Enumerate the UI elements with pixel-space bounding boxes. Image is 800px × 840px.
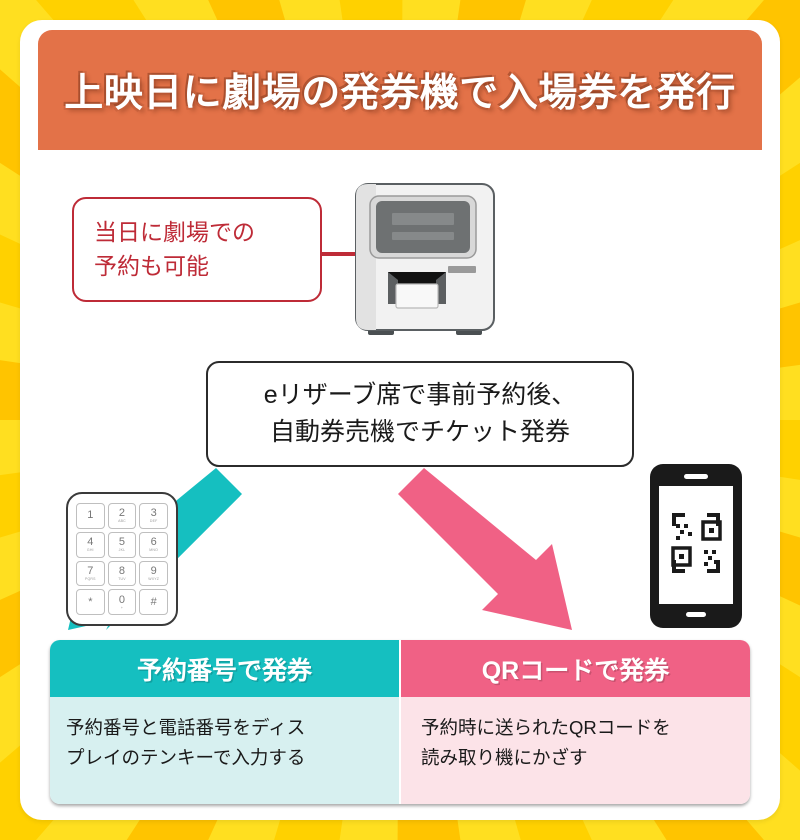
method-panel-body: 予約時に送られたQRコードを読み取り機にかざす [401, 697, 750, 804]
header-banner: 上映日に劇場の発券機で入場券を発行 [38, 30, 762, 150]
keypad-key-letters: JKL [118, 548, 126, 553]
keypad-key-number: 7 [87, 564, 94, 577]
callout-connector-line [320, 252, 366, 256]
reservation-info-box: eリザーブ席で事前予約後、 自動券売機でチケット発券 [206, 361, 634, 467]
method-panel-body: 予約番号と電話番号をディスプレイのテンキーで入力する [50, 697, 399, 804]
ticket-kiosk-icon [350, 180, 500, 340]
infobox-line-1: eリザーブ席で事前予約後、 [263, 381, 577, 409]
keypad-key-letters: GHI [86, 548, 94, 553]
keypad-key-number: 6 [150, 536, 157, 549]
method-panel-title: 予約番号で発券 [136, 656, 312, 685]
page-title: 上映日に劇場の発券機で入場券を発行 [64, 72, 736, 115]
keypad-key-letters: MNO [149, 548, 159, 553]
keypad-key-number: 1 [87, 509, 94, 522]
keypad-key-number: 4 [87, 536, 94, 549]
keypad-key-1[interactable]: 1 [76, 503, 105, 529]
keypad-key-number: # [150, 595, 157, 608]
keypad-key-letters: + [120, 605, 124, 610]
keypad-key-number: 5 [118, 536, 126, 549]
callout-line-1: 当日に劇場での [94, 219, 255, 246]
keypad-key-0[interactable]: 0+ [107, 589, 137, 615]
keypad-key-star[interactable]: * [76, 589, 105, 615]
method-panel-2: QRコードで発券予約時に送られたQRコードを読み取り機にかざす [399, 640, 750, 804]
method-panel-1: 予約番号で発券予約番号と電話番号をディスプレイのテンキーで入力する [50, 640, 399, 804]
keypad-key-number: 9 [150, 564, 157, 577]
method-panel-header: 予約番号で発券 [50, 640, 399, 697]
method-panel-line: 予約番号と電話番号をディス [66, 717, 306, 738]
method-panel-header: QRコードで発券 [401, 640, 750, 697]
infobox-line-2: 自動券売機でチケット発券 [269, 418, 570, 446]
keypad-key-number: 0 [118, 593, 126, 606]
method-panel-line: プレイのテンキーで入力する [66, 746, 306, 768]
keypad-key-number: * [88, 595, 93, 608]
keypad-key-letters: WXYZ [148, 576, 160, 581]
method-panel-line: 予約時に送られたQRコードを [421, 717, 671, 738]
method-panel-line: 読み取り機にかざす [421, 746, 588, 768]
keypad-key-letters: DEF [149, 519, 158, 524]
callout-line-2: 予約も可能 [94, 252, 209, 279]
keypad-key-number: 3 [150, 507, 157, 520]
keypad-key-letters: ABC [118, 519, 126, 524]
keypad-key-number: 2 [118, 507, 126, 520]
keypad-key-letters: PQRS [84, 576, 96, 581]
smartphone-qr-icon [648, 462, 744, 630]
content-card: 上映日に劇場の発券機で入場券を発行 当日に劇場での 予約も可能 [20, 20, 780, 820]
keypad-key-letters: TUV [118, 576, 126, 581]
same-day-reservation-callout: 当日に劇場での 予約も可能 [72, 197, 322, 302]
keypad-key-number: 8 [118, 564, 126, 577]
arrow-down-right-icon [398, 468, 572, 630]
method-panel-title: QRコードで発券 [481, 656, 670, 685]
keypad-key-hash[interactable]: # [139, 589, 168, 615]
